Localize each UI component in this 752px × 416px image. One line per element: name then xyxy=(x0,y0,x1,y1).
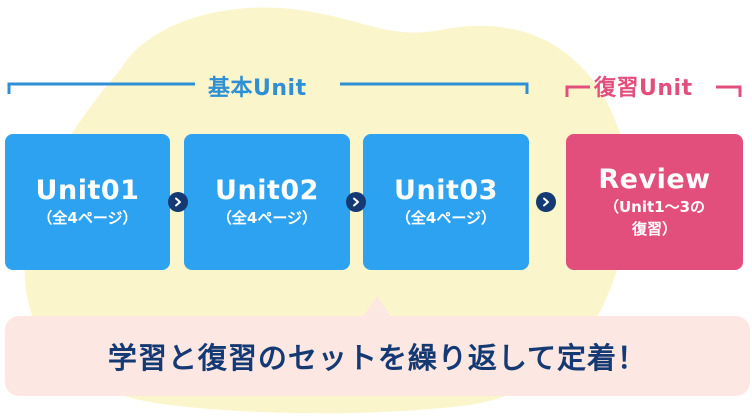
basic-unit-label: 基本Unit xyxy=(208,76,307,101)
unit03-title: Unit03 xyxy=(394,175,498,206)
review-card: Review （Unit1～3の 復習） xyxy=(566,134,743,270)
chevron-right-icon xyxy=(168,192,188,212)
basic-unit-bracket xyxy=(7,82,742,97)
unit01-title: Unit01 xyxy=(35,175,140,206)
banner-text: 学習と復習のセットを繰り返して定着！ xyxy=(107,341,648,375)
review-subtitle-line2: 復習） xyxy=(631,220,677,238)
unit03-subtitle: （全4ページ） xyxy=(395,209,497,227)
unit01-subtitle: （全4ページ） xyxy=(37,209,138,227)
review-unit-label: 復習Unit xyxy=(594,76,693,101)
unit02-card: Unit02 （全4ページ） xyxy=(184,134,350,270)
summary-banner: 学習と復習のセットを繰り返して定着！ xyxy=(5,316,750,396)
unit03-card: Unit03 （全4ページ） xyxy=(363,134,529,270)
chevron-right-icon xyxy=(536,192,556,212)
chevron-right-icon xyxy=(346,192,366,212)
unit02-subtitle: （全4ページ） xyxy=(216,209,318,227)
unit02-title: Unit02 xyxy=(215,175,319,206)
review-title: Review xyxy=(598,164,711,195)
review-subtitle-line1: （Unit1～3の xyxy=(603,198,706,216)
unit01-card: Unit01 （全4ページ） xyxy=(5,134,170,270)
